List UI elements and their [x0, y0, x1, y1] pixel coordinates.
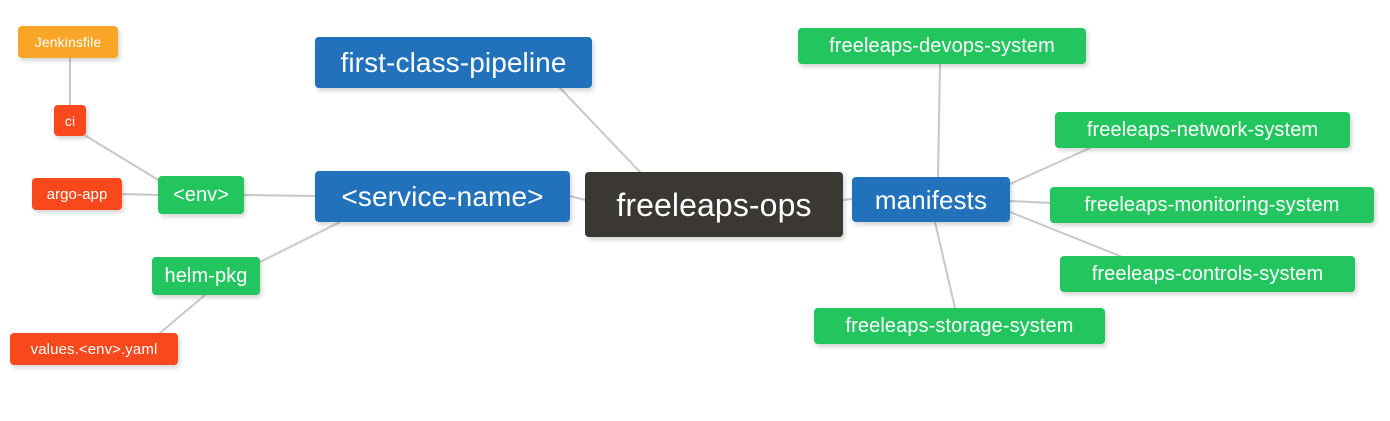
edge-manifests-to-freeleaps-storage-system	[934, 221, 956, 309]
node-manifests[interactable]: manifests	[852, 177, 1010, 222]
node-freeleaps-devops-system[interactable]: freeleaps-devops-system	[798, 28, 1086, 64]
node-label-jenkinsfile: Jenkinsfile	[34, 34, 102, 50]
edge-service-name-to-freeleaps-ops	[569, 195, 586, 201]
node-label-freeleaps-devops-system: freeleaps-devops-system	[829, 35, 1055, 57]
edge-ci-to-env	[85, 135, 161, 182]
edge-freeleaps-ops-to-manifests	[842, 198, 853, 201]
node-helm-pkg[interactable]: helm-pkg	[152, 257, 260, 295]
edge-env-to-service-name	[243, 194, 316, 197]
node-freeleaps-ops[interactable]: freeleaps-ops	[585, 172, 843, 237]
node-label-env: <env>	[172, 184, 230, 206]
node-freeleaps-storage-system[interactable]: freeleaps-storage-system	[814, 308, 1105, 344]
node-first-class-pipeline[interactable]: first-class-pipeline	[315, 37, 592, 88]
node-jenkinsfile[interactable]: Jenkinsfile	[18, 26, 118, 58]
node-label-freeleaps-ops: freeleaps-ops	[616, 186, 812, 223]
node-label-first-class-pipeline: first-class-pipeline	[340, 46, 567, 78]
node-ci[interactable]: ci	[54, 105, 86, 136]
node-label-freeleaps-controls-system: freeleaps-controls-system	[1091, 263, 1324, 285]
node-service-name[interactable]: <service-name>	[315, 171, 570, 222]
edge-manifests-to-freeleaps-devops-system	[937, 63, 941, 178]
node-label-ci: ci	[64, 112, 76, 129]
edge-manifests-to-freeleaps-network-system	[1009, 147, 1091, 185]
node-freeleaps-monitoring-system[interactable]: freeleaps-monitoring-system	[1050, 187, 1374, 223]
node-label-freeleaps-monitoring-system: freeleaps-monitoring-system	[1084, 194, 1340, 216]
node-values-yaml[interactable]: values.<env>.yaml	[10, 333, 178, 365]
node-argo-app[interactable]: argo-app	[32, 178, 122, 210]
node-label-freeleaps-network-system: freeleaps-network-system	[1086, 119, 1319, 141]
node-label-service-name: <service-name>	[341, 180, 544, 212]
node-label-values-yaml: values.<env>.yaml	[30, 340, 158, 358]
node-freeleaps-controls-system[interactable]: freeleaps-controls-system	[1060, 256, 1355, 292]
edge-helm-pkg-to-service-name	[259, 221, 341, 263]
edge-first-class-pipeline-to-freeleaps-ops	[559, 87, 641, 173]
node-label-argo-app: argo-app	[46, 185, 108, 203]
edge-values-yaml-to-helm-pkg	[159, 294, 206, 334]
node-env[interactable]: <env>	[158, 176, 244, 214]
edge-argo-app-to-env	[121, 193, 159, 196]
node-label-manifests: manifests	[874, 184, 988, 215]
node-freeleaps-network-system[interactable]: freeleaps-network-system	[1055, 112, 1350, 148]
node-label-freeleaps-storage-system: freeleaps-storage-system	[845, 315, 1074, 337]
node-label-helm-pkg: helm-pkg	[164, 265, 248, 287]
edge-manifests-to-freeleaps-monitoring-system	[1009, 200, 1051, 204]
